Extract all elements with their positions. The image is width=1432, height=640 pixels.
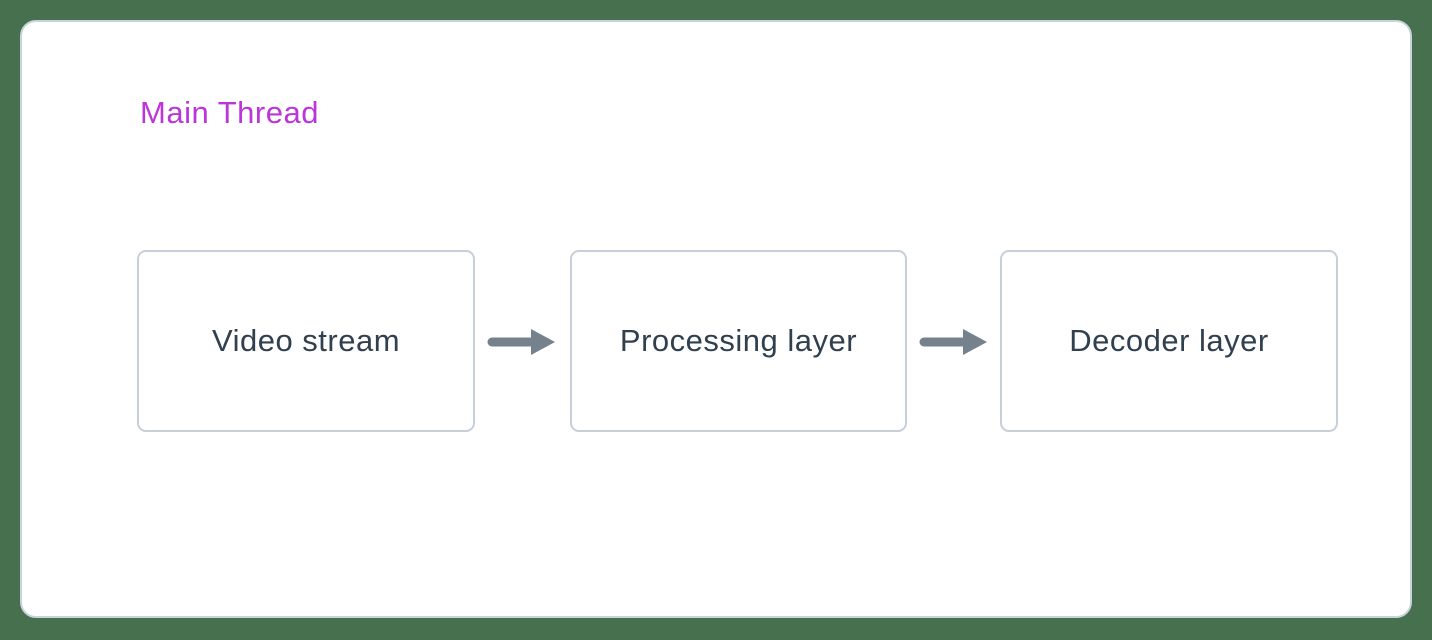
diagram-title: Main Thread: [140, 95, 319, 130]
node-video-stream: Video stream: [137, 250, 475, 432]
node-label: Video stream: [211, 323, 401, 358]
arrow-right-icon: [919, 327, 987, 357]
node-label: Processing layer: [619, 323, 858, 358]
node-decoder-layer: Decoder layer: [1000, 250, 1338, 432]
node-processing-layer: Processing layer: [570, 250, 907, 432]
diagram-panel: Main Thread Video stream Processing laye…: [20, 20, 1412, 618]
arrow-right-icon: [487, 327, 555, 357]
node-label: Decoder layer: [1069, 323, 1269, 358]
